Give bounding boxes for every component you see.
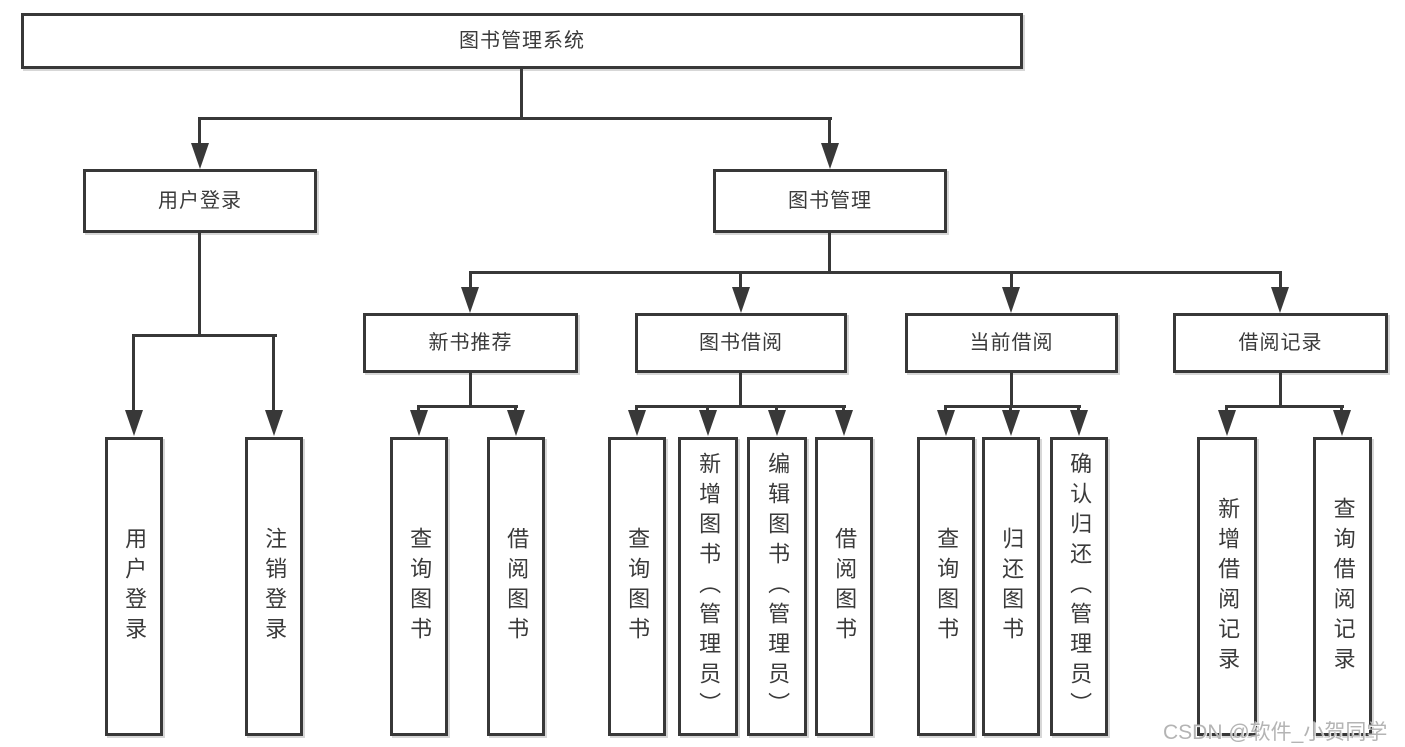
leaf-user-login-label: 用户登录: [122, 526, 148, 647]
arrow-down-icon: [1333, 410, 1351, 436]
arrow-down-icon: [191, 143, 209, 169]
node-book-management: 图书管理: [713, 169, 947, 233]
leaf-current-query-books-label: 查询图书: [934, 526, 960, 647]
connector-line: [828, 117, 831, 145]
leaf-query-borrow-record: 查询借阅记录: [1313, 437, 1372, 736]
leaf-query-borrow-record-label: 查询借阅记录: [1330, 496, 1356, 677]
node-book-management-label: 图书管理: [788, 190, 872, 212]
connector-line: [1010, 271, 1013, 289]
arrow-down-icon: [835, 410, 853, 436]
leaf-logout-label: 注销登录: [262, 526, 288, 647]
connector-line: [198, 117, 201, 145]
node-user-login: 用户登录: [83, 169, 317, 233]
leaf-recommend-borrow-books-label: 借阅图书: [504, 526, 530, 647]
connector-line: [132, 334, 135, 412]
connector-line: [1010, 373, 1013, 408]
connector-line: [469, 271, 1282, 274]
connector-line: [520, 69, 523, 117]
connector-line: [469, 373, 472, 408]
leaf-add-books-admin: 新增图书（管理员）: [678, 437, 738, 736]
node-new-book-recommend-label: 新书推荐: [428, 332, 513, 354]
leaf-edit-books-admin-label: 编辑图书（管理员）: [765, 451, 791, 722]
leaf-borrow-query-books-label: 查询图书: [625, 526, 651, 647]
arrow-down-icon: [937, 410, 955, 436]
connector-line: [1077, 405, 1080, 413]
leaf-borrow-books: 借阅图书: [815, 437, 873, 736]
node-book-borrow: 图书借阅: [635, 313, 847, 373]
arrow-down-icon: [1271, 287, 1289, 313]
connector-line: [1225, 405, 1344, 408]
leaf-edit-books-admin: 编辑图书（管理员）: [747, 437, 807, 736]
leaf-add-borrow-record: 新增借阅记录: [1197, 437, 1257, 736]
connector-line: [1009, 405, 1012, 413]
connector-line: [514, 405, 517, 413]
connector-line: [828, 233, 831, 274]
connector-line: [1340, 405, 1343, 413]
csdn-watermark: CSDN @软件_小贺同学: [1163, 721, 1388, 744]
leaf-return-books: 归还图书: [982, 437, 1040, 736]
arrow-down-icon: [125, 410, 143, 436]
leaf-confirm-return-admin: 确认归还（管理员）: [1050, 437, 1108, 736]
arrow-down-icon: [628, 410, 646, 436]
connector-line: [1279, 373, 1282, 408]
node-current-borrow: 当前借阅: [905, 313, 1118, 373]
arrow-down-icon: [507, 410, 525, 436]
arrow-down-icon: [461, 287, 479, 313]
node-root: 图书管理系统: [21, 13, 1023, 69]
arrow-down-icon: [768, 410, 786, 436]
connector-line: [635, 405, 846, 408]
arrow-down-icon: [1002, 410, 1020, 436]
connector-line: [1279, 271, 1282, 289]
connector-line: [739, 271, 742, 289]
node-new-book-recommend: 新书推荐: [363, 313, 578, 373]
node-current-borrow-label: 当前借阅: [969, 332, 1054, 354]
connector-line: [706, 405, 709, 413]
arrow-down-icon: [732, 287, 750, 313]
leaf-add-books-admin-label: 新增图书（管理员）: [696, 451, 722, 722]
arrow-down-icon: [410, 410, 428, 436]
arrow-down-icon: [1002, 287, 1020, 313]
leaf-current-query-books: 查询图书: [917, 437, 975, 736]
connector-line: [417, 405, 420, 413]
node-borrow-records-label: 借阅记录: [1238, 332, 1323, 354]
leaf-add-borrow-record-label: 新增借阅记录: [1215, 496, 1241, 677]
leaf-user-login: 用户登录: [105, 437, 163, 736]
leaf-return-books-label: 归还图书: [999, 526, 1025, 647]
leaf-confirm-return-admin-label: 确认归还（管理员）: [1067, 451, 1093, 722]
connector-line: [469, 271, 472, 289]
leaf-recommend-query-books-label: 查询图书: [407, 526, 433, 647]
node-book-borrow-label: 图书借阅: [699, 332, 783, 354]
arrow-down-icon: [821, 143, 839, 169]
connector-line: [775, 405, 778, 413]
arrow-down-icon: [1218, 410, 1236, 436]
leaf-recommend-query-books: 查询图书: [390, 437, 448, 736]
node-user-login-label: 用户登录: [158, 190, 242, 212]
connector-line: [944, 405, 1081, 408]
connector-line: [842, 405, 845, 413]
leaf-recommend-borrow-books: 借阅图书: [487, 437, 545, 736]
connector-line: [198, 117, 832, 120]
node-borrow-records: 借阅记录: [1173, 313, 1388, 373]
connector-line: [739, 373, 742, 408]
connector-line: [1225, 405, 1228, 413]
leaf-borrow-query-books: 查询图书: [608, 437, 666, 736]
node-root-label: 图书管理系统: [459, 30, 585, 52]
connector-line: [272, 334, 275, 412]
connector-line: [198, 233, 201, 337]
arrow-down-icon: [265, 410, 283, 436]
connector-line: [417, 405, 518, 408]
arrow-down-icon: [699, 410, 717, 436]
leaf-borrow-books-label: 借阅图书: [832, 526, 858, 647]
arrow-down-icon: [1070, 410, 1088, 436]
connector-line: [944, 405, 947, 413]
connector-line: [132, 334, 277, 337]
leaf-logout: 注销登录: [245, 437, 303, 736]
connector-line: [635, 405, 638, 413]
